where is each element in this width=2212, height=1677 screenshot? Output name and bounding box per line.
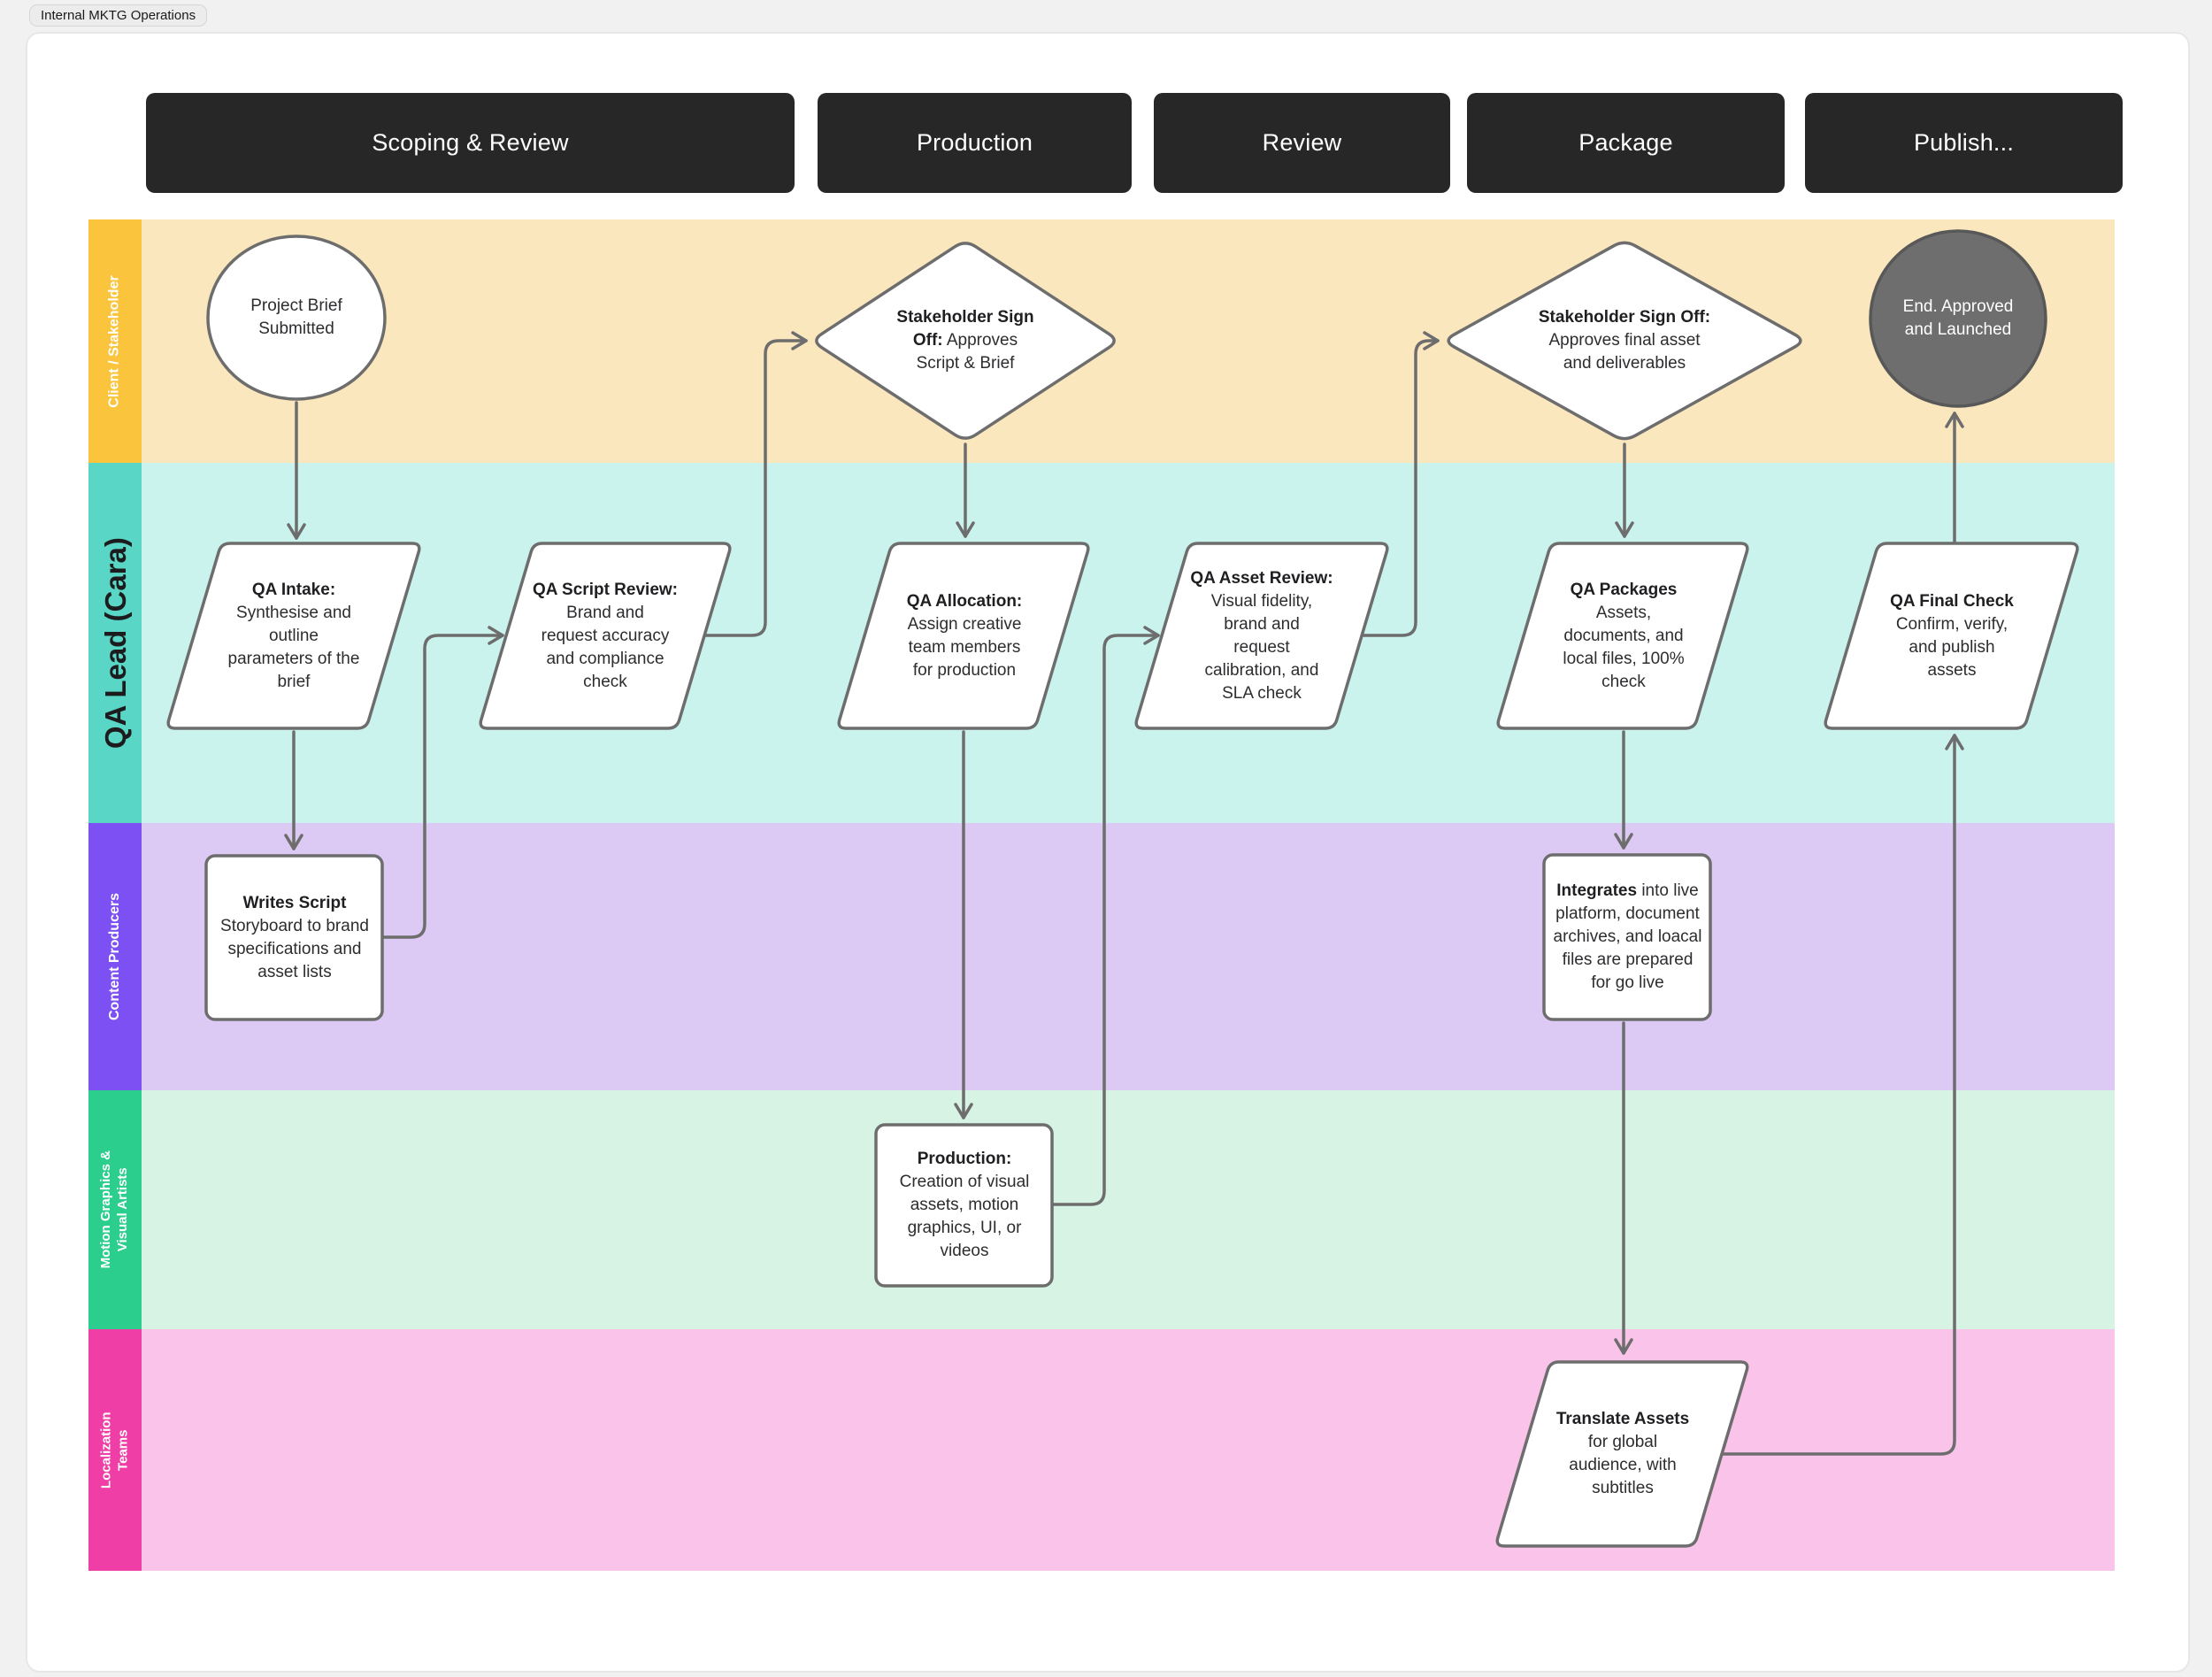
writes-script-shape[interactable] bbox=[204, 854, 384, 1021]
lane-label-motion-graphics[interactable]: Motion Graphics & Visual Artists bbox=[88, 1090, 142, 1329]
translate-assets-shape[interactable] bbox=[1495, 1360, 1749, 1548]
qa-script-review-shape[interactable] bbox=[479, 542, 732, 730]
phase-header-production[interactable]: Production bbox=[818, 93, 1132, 193]
lane-bg-motion-graphics bbox=[142, 1090, 2115, 1329]
lane-label-client-stakeholder[interactable]: Client / Stakeholder bbox=[88, 219, 142, 463]
arrow-translate-to-qa-final[interactable] bbox=[1720, 734, 1964, 1456]
arrow-production-to-qa-asset-review[interactable] bbox=[1050, 626, 1160, 1206]
arrow-qa-script-review-to-signoff1[interactable] bbox=[703, 331, 808, 637]
production-shape[interactable] bbox=[874, 1123, 1054, 1288]
qa-final-check-shape[interactable] bbox=[1824, 542, 2079, 730]
end-circle-shape[interactable] bbox=[1869, 229, 2047, 408]
integrates-shape[interactable] bbox=[1542, 853, 1712, 1021]
arrow-writes-script-to-qa-script-review[interactable] bbox=[380, 626, 504, 939]
start-circle-shape[interactable] bbox=[206, 235, 387, 401]
lane-bg-qa-lead bbox=[142, 463, 2115, 823]
lane-label-qa-lead[interactable]: QA Lead (Cara) bbox=[88, 463, 142, 823]
qa-packages-shape[interactable] bbox=[1496, 542, 1749, 730]
signoff2-diamond-shape[interactable] bbox=[1447, 241, 1802, 441]
phase-header-review[interactable]: Review bbox=[1154, 93, 1450, 193]
qa-allocation-shape[interactable] bbox=[837, 542, 1090, 730]
phase-header-publish[interactable]: Publish... bbox=[1805, 93, 2123, 193]
board-title-tag[interactable]: Internal MKTG Operations bbox=[29, 4, 208, 27]
qa-asset-review-shape[interactable] bbox=[1134, 542, 1389, 730]
signoff1-diamond-shape[interactable] bbox=[815, 242, 1116, 440]
phase-header-package[interactable]: Package bbox=[1467, 93, 1785, 193]
lane-label-localization[interactable]: Localization Teams bbox=[88, 1329, 142, 1571]
lane-bg-localization bbox=[142, 1329, 2115, 1571]
phase-header-scoping-review[interactable]: Scoping & Review bbox=[146, 93, 795, 193]
arrow-qa-asset-review-to-signoff2[interactable] bbox=[1358, 331, 1440, 637]
lane-bg-content-producers bbox=[142, 823, 2115, 1090]
qa-intake-shape[interactable] bbox=[166, 542, 421, 730]
lane-label-content-producers[interactable]: Content Producers bbox=[88, 823, 142, 1090]
